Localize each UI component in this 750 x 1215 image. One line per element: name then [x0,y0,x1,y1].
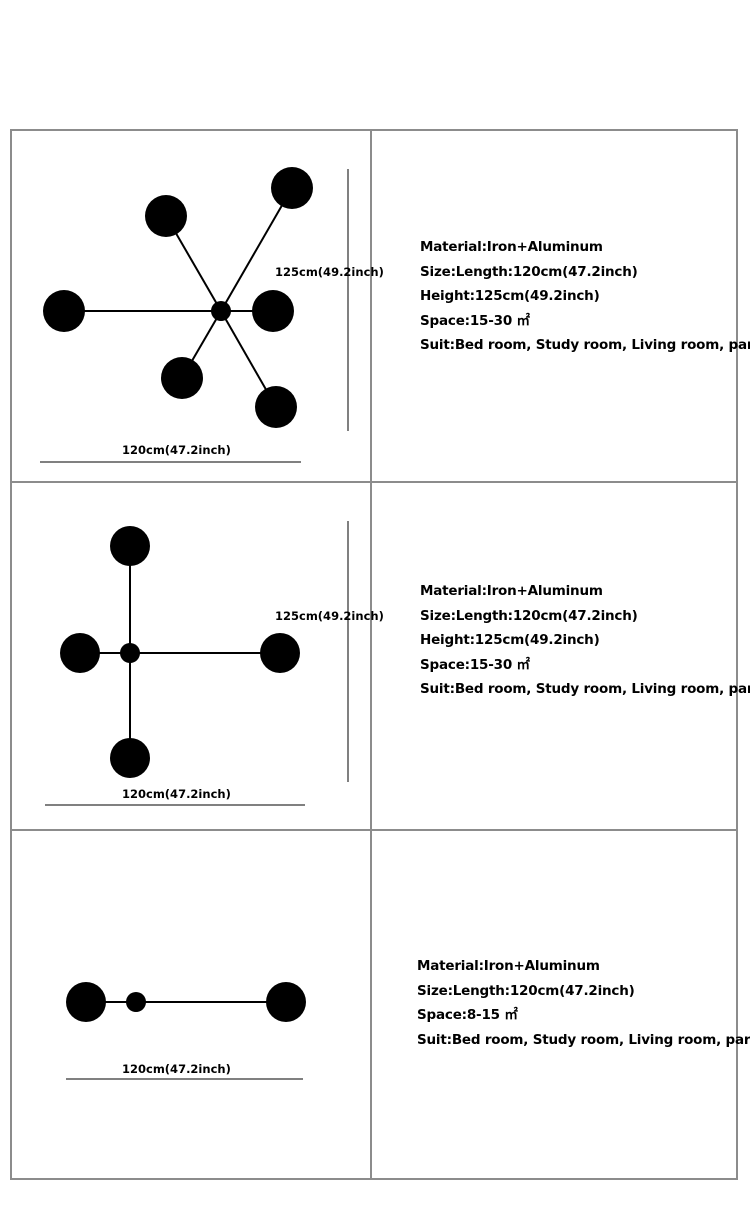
globe-shade [255,386,297,428]
arm [220,187,293,312]
spec-list: Material:Iron+Aluminum Size:Length:120cm… [417,954,750,1052]
chandelier-6-arm-drawing [40,167,349,463]
globe-shade [66,982,106,1022]
chandelier-6-arm-diagram: 120cm(47.2inch) 125cm(49.2inch) [12,131,384,481]
globe-shade [161,357,203,399]
width-label: 120cm(47.2inch) [122,787,231,801]
center-hub [120,643,140,663]
globe-shade [266,982,306,1022]
width-label: 120cm(47.2inch) [122,443,231,457]
height-label: 125cm(49.2inch) [275,609,384,623]
spec-material: Material:Iron+Aluminum [417,958,600,974]
row-divider [10,481,738,483]
spec-list: Material:Iron+Aluminum Size:Length:120cm… [420,235,750,358]
spec-space: Space:15-30 ㎡ [420,656,530,673]
spec-table [10,129,738,1180]
spec-size: Size:Length:120cm(47.2inch) [420,263,638,280]
row-divider [10,829,738,831]
spec-height: Height:125cm(49.2inch) [420,288,600,304]
lamp-2-globe-drawing [66,982,306,1080]
spec-material: Material:Iron+Aluminum [420,583,603,599]
center-hub [126,992,146,1012]
chandelier-4-arm-drawing [45,521,349,806]
globe-shade [271,167,313,209]
chandelier-4-arm-diagram: 120cm(47.2inch) 125cm(49.2inch) [12,483,384,829]
spec-size: Size:Length:120cm(47.2inch) [417,982,635,999]
height-label: 125cm(49.2inch) [275,265,384,279]
spec-size: Size:Length:120cm(47.2inch) [420,607,638,624]
spec-suit: Suit:Bed room, Study room, Living room, … [417,1031,750,1048]
column-divider [370,129,372,1180]
spec-list: Material:Iron+Aluminum Size:Length:120cm… [420,579,750,702]
spec-material: Material:Iron+Aluminum [420,239,603,255]
spec-suit: Suit:Bed room, Study room, Living room, … [420,681,750,697]
spec-space: Space:8-15 ㎡ [417,1007,518,1023]
globe-shade [110,738,150,778]
globe-shade [110,526,150,566]
globe-shade [60,633,100,673]
globe-shade [260,633,300,673]
width-label: 120cm(47.2inch) [122,1062,231,1076]
spec-height: Height:125cm(49.2inch) [420,632,600,648]
globe-shade [43,290,85,332]
center-hub [211,301,231,321]
spec-suit: Suit:Bed room, Study room, Living room, … [420,337,750,353]
spec-space: Space:15-30 ㎡ [420,312,530,329]
globe-shade [252,290,294,332]
globe-shade [145,195,187,237]
lamp-2-globe-diagram: 120cm(47.2inch) [12,831,370,1180]
